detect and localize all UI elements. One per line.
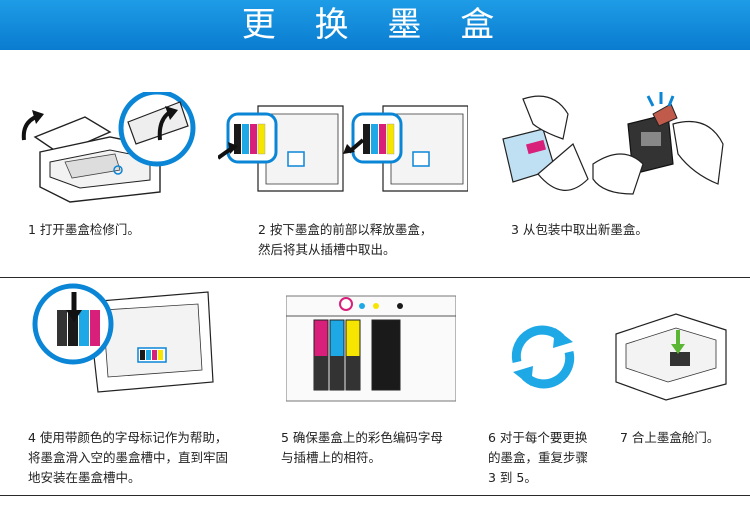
- step-5-caption: 5 确保墨盒上的彩色编码字母 与插槽上的相符。: [281, 430, 443, 465]
- step-7-caption: 7 合上墨盒舱门。: [620, 430, 720, 445]
- section-divider-2: [0, 495, 750, 496]
- insert-cartridge-illustration: [28, 282, 228, 402]
- step-1-caption: 1 打开墨盒检修门。: [28, 222, 140, 237]
- step-2-caption: 2 按下墨盒的前部以释放墨盒， 然后将其从插槽中取出。: [258, 222, 433, 257]
- unpack-cartridge-illustration: [493, 84, 733, 204]
- close-door-illustration: [606, 304, 736, 404]
- step-6-caption: 6 对于每个要更换 的墨盒，重复步骤 3 到 5。: [488, 430, 589, 485]
- repeat-icon: [503, 322, 583, 392]
- color-code-match-illustration: [286, 286, 456, 406]
- section-divider-1: [0, 277, 750, 278]
- printer-open-door-illustration: [10, 92, 200, 212]
- printer-release-cartridge-illustration: [218, 96, 468, 196]
- page-title: 更 换 墨 盒: [241, 5, 509, 45]
- step-4-caption: 4 使用带颜色的字母标记作为帮助， 将墨盒滑入空的墨盒槽中，直到牢固 地安装在墨…: [28, 430, 229, 485]
- step-3-caption: 3 从包装中取出新墨盒。: [511, 222, 648, 237]
- title-banner: [0, 0, 750, 50]
